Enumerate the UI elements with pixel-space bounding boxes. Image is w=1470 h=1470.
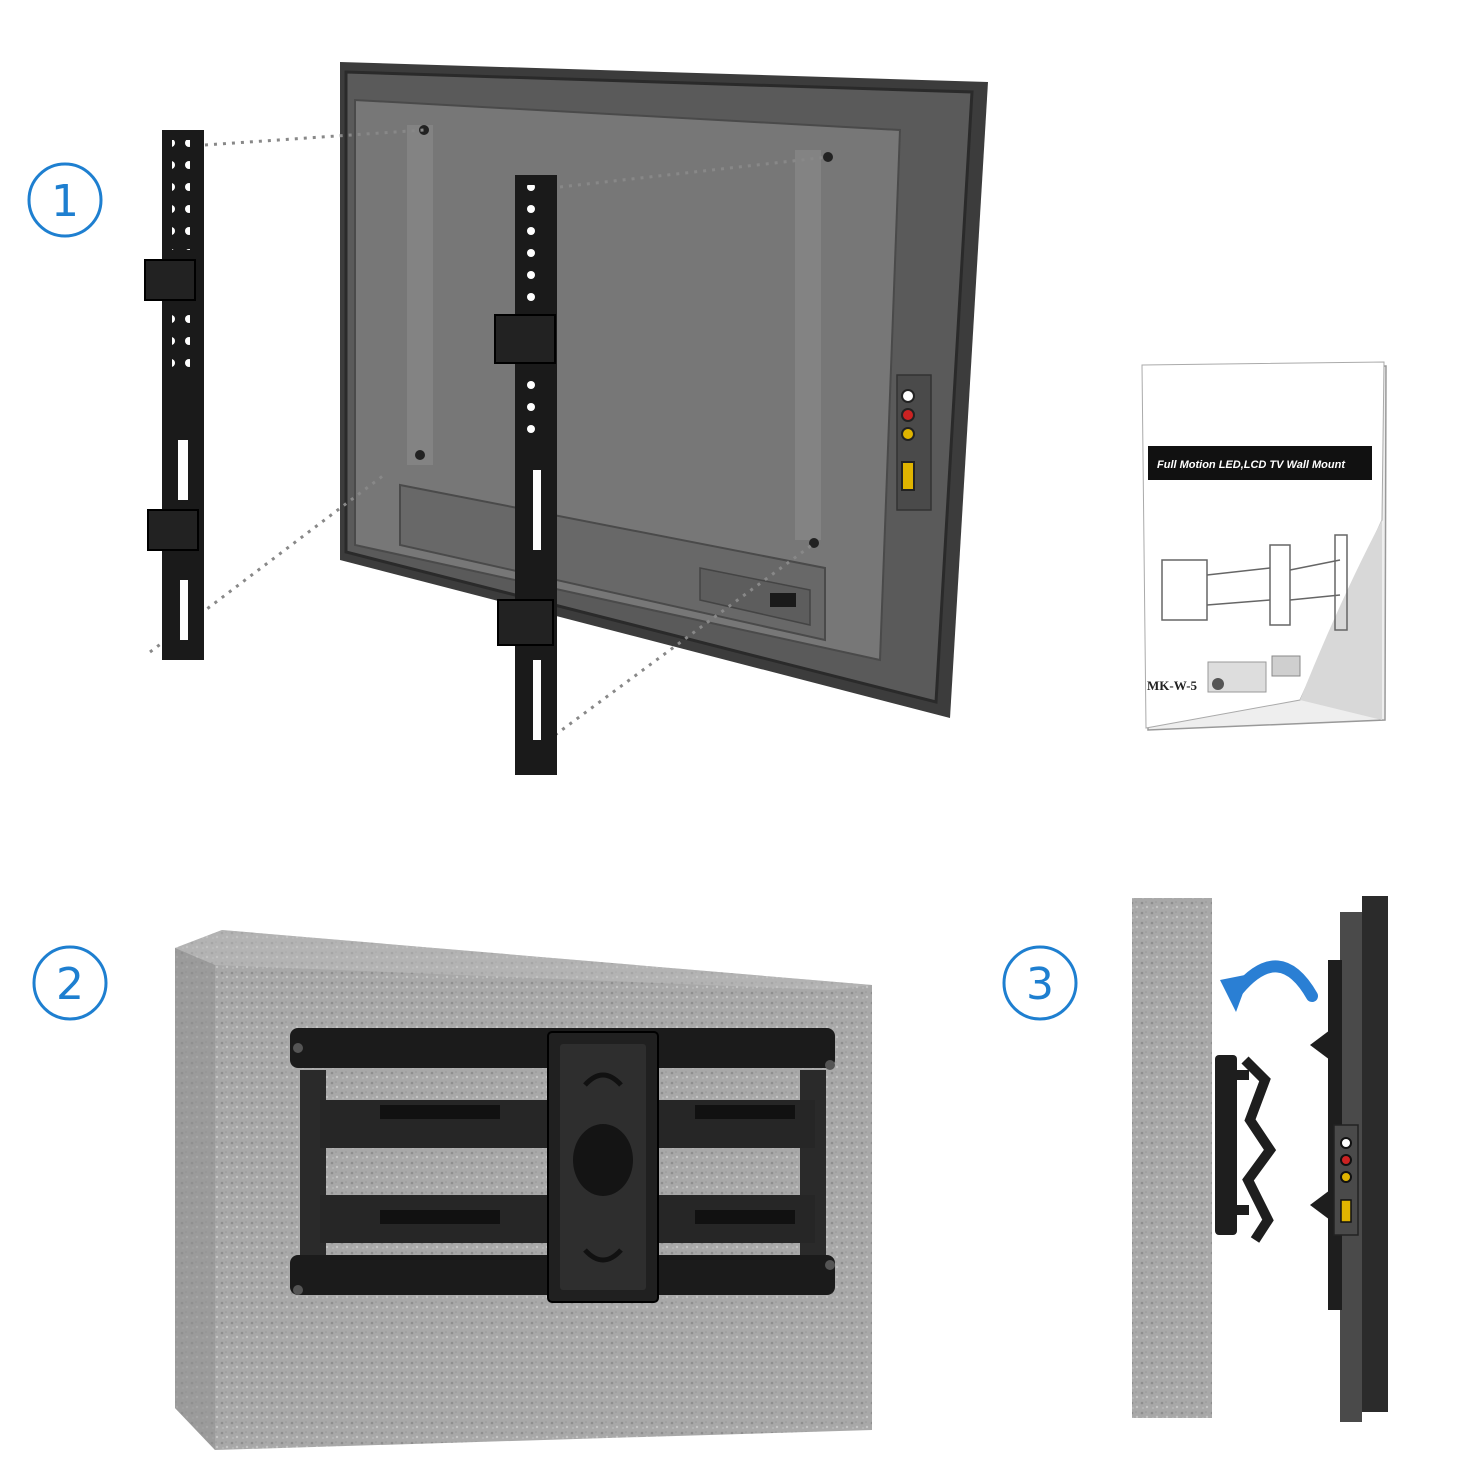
wall-side-view	[1132, 898, 1212, 1418]
step-3-group: 3	[1002, 896, 1388, 1422]
side-mount-bracket	[1215, 1055, 1277, 1243]
vertical-bracket-right	[494, 175, 557, 775]
step-1-badge: 1	[27, 162, 103, 238]
step-1-group: 1	[27, 62, 988, 775]
tv-side-view	[1310, 896, 1388, 1422]
manual-title: Full Motion LED,LCD TV Wall Mount	[1157, 459, 1346, 471]
step-3-number: 3	[1026, 959, 1054, 1010]
tv-back-panel	[340, 62, 988, 718]
step-2-badge: 2	[32, 945, 108, 1021]
step-2-number: 2	[56, 959, 84, 1010]
wall-mount-bracket	[290, 1028, 835, 1303]
wall-block	[175, 930, 872, 1450]
step-2-group: 2	[32, 930, 872, 1450]
step-3-badge: 3	[1002, 945, 1078, 1021]
page-curl	[1300, 520, 1382, 720]
manual-model: MK-W-5	[1147, 678, 1198, 693]
dotted-guide-lines	[149, 128, 829, 737]
instruction-manual: Full Motion LED,LCD TV Wall Mount MK-W-5	[1141, 361, 1387, 731]
mount-sketch-icon	[1161, 534, 1348, 631]
hdmi-port-icon	[901, 461, 915, 491]
curved-arrow-icon	[1220, 960, 1318, 1012]
step-1-number: 1	[51, 176, 79, 227]
vertical-bracket-left	[144, 130, 204, 660]
manual-title-bar	[1148, 446, 1372, 480]
power-socket-icon	[770, 593, 796, 607]
